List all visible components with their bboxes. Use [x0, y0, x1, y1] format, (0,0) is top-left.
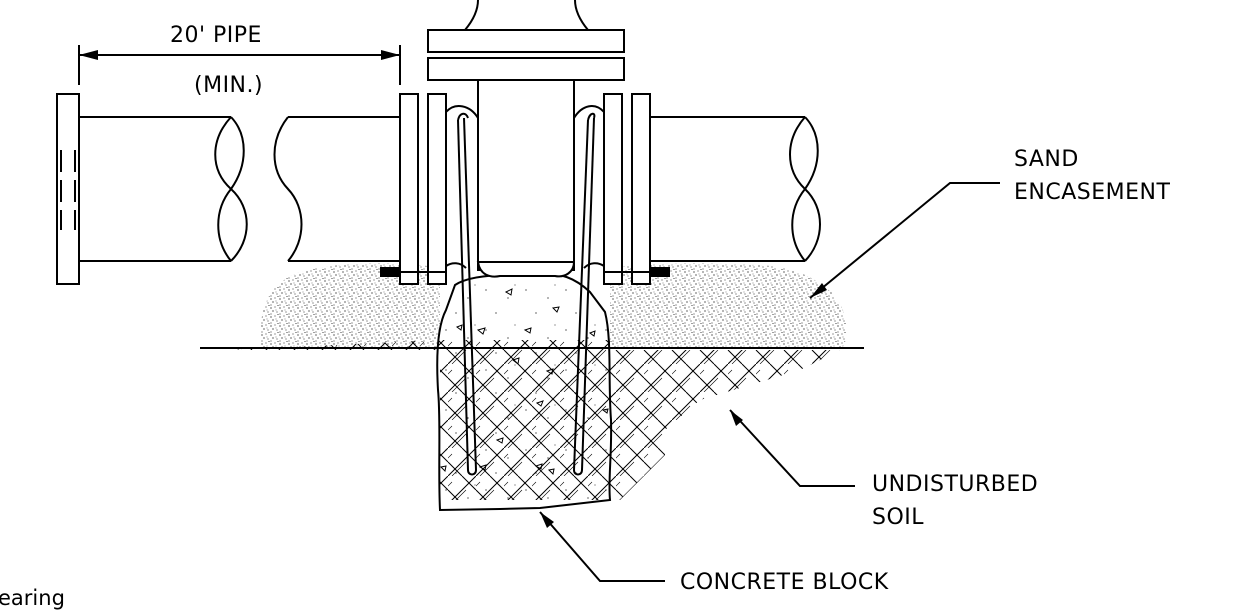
- dimension-line: [78, 45, 401, 85]
- label-encasement: ENCASEMENT: [1014, 180, 1170, 205]
- concrete-aggregate: [439, 288, 609, 476]
- label-soil: SOIL: [872, 505, 924, 530]
- leader-undisturbed-soil: [729, 409, 855, 487]
- dimension-label-pipe: 20' PIPE: [170, 23, 262, 48]
- left-flanges: [380, 93, 479, 285]
- label-concrete-block: CONCRETE BLOCK: [680, 570, 889, 595]
- concrete-block: [436, 273, 613, 512]
- valve-body: [427, 0, 625, 278]
- right-pipe-segment: [650, 116, 821, 262]
- dimension-label-min: (MIN.): [194, 73, 263, 98]
- leader-sand-encasement: [809, 182, 1000, 299]
- right-bolt: [650, 267, 670, 277]
- leader-concrete-block: [539, 511, 665, 582]
- middle-left-pipe-segment: [273, 116, 400, 262]
- sand-encasement: [260, 263, 847, 348]
- left-bolt: [380, 267, 400, 277]
- label-undisturbed: UNDISTURBED: [872, 472, 1038, 497]
- partial-text: earing: [0, 586, 65, 610]
- right-flanges: [573, 93, 670, 285]
- tie-rods: [457, 112, 596, 476]
- label-sand: SAND: [1014, 147, 1079, 172]
- left-pipe-segment: [56, 93, 248, 285]
